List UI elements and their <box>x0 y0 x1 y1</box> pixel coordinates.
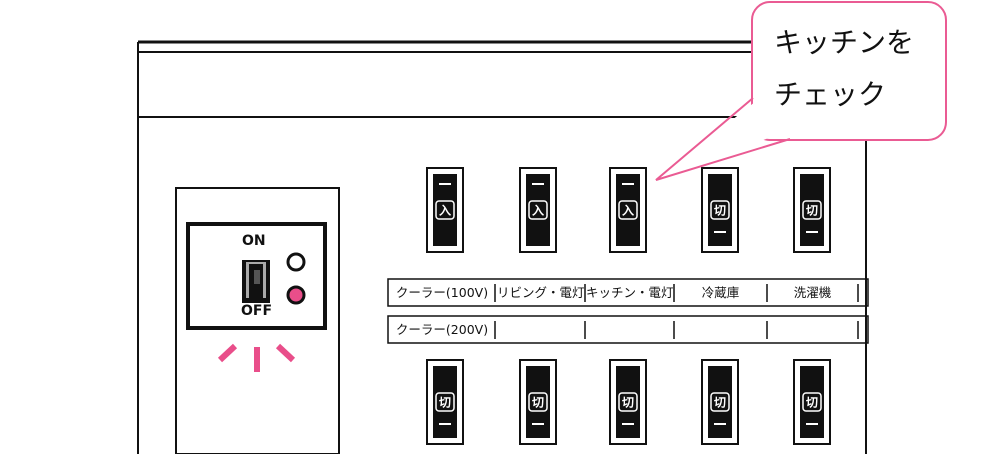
breaker-bottom-spare-4-label: 切 <box>714 396 726 410</box>
callout-line-2: チェック <box>774 78 887 111</box>
callout-bubble <box>655 1 947 181</box>
breaker-top-refrigerator-label: 切 <box>714 204 726 218</box>
main-breaker-box <box>175 187 340 454</box>
indicator-lamp-off <box>286 252 306 272</box>
breaker-top-cooler-100v-label: 入 <box>439 204 451 218</box>
blink-marks <box>217 343 296 372</box>
circuit-label-kitchen-light: キッチン・電灯 <box>586 285 674 300</box>
circuit-label-bars <box>387 278 869 344</box>
main-breaker-on-label: ON <box>242 233 266 249</box>
indicator-lamp-on <box>286 285 306 305</box>
breaker-bottom-spare-5-label: 切 <box>806 396 818 410</box>
breaker-top-cooler-100v[interactable]: 入 <box>426 167 464 253</box>
circuit-label-cooler-100v: クーラー(100V) <box>395 285 489 300</box>
circuit-label-cooler-200v: クーラー(200V) <box>395 322 489 337</box>
breaker-bottom-spare-2[interactable]: 切 <box>519 359 557 445</box>
breaker-top-washer-label: 切 <box>806 204 818 218</box>
breaker-bottom-spare-4[interactable]: 切 <box>701 359 739 445</box>
circuit-label-refrigerator: 冷蔵庫 <box>701 285 740 300</box>
breaker-bottom-spare-3-label: 切 <box>622 396 634 410</box>
breaker-bottom-spare-2-label: 切 <box>532 396 544 410</box>
breaker-top-refrigerator[interactable]: 切 <box>701 167 739 253</box>
breaker-bottom-spare-5[interactable]: 切 <box>793 359 831 445</box>
breaker-top-washer[interactable]: 切 <box>793 167 831 253</box>
breaker-bottom-spare-3[interactable]: 切 <box>609 359 647 445</box>
circuit-label-living-light: リビング・電灯 <box>497 285 585 300</box>
main-breaker-off-label: OFF <box>240 303 274 319</box>
breaker-bottom-cooler-200v-label: 切 <box>439 396 451 410</box>
main-switch-lever[interactable] <box>242 260 270 304</box>
breaker-top-kitchen-light-label: 入 <box>622 204 634 218</box>
breaker-top-living-light[interactable]: 入 <box>519 167 557 253</box>
breaker-top-kitchen-light[interactable]: 入 <box>609 167 647 253</box>
breaker-bottom-cooler-200v[interactable]: 切 <box>426 359 464 445</box>
branch-breakers: 入入入切切切切切切切 <box>426 167 831 445</box>
circuit-label-dividers <box>494 284 859 339</box>
callout-line-1: キッチンを <box>774 26 915 59</box>
breaker-top-living-light-label: 入 <box>532 204 544 218</box>
circuit-label-washer: 洗濯機 <box>793 285 832 300</box>
